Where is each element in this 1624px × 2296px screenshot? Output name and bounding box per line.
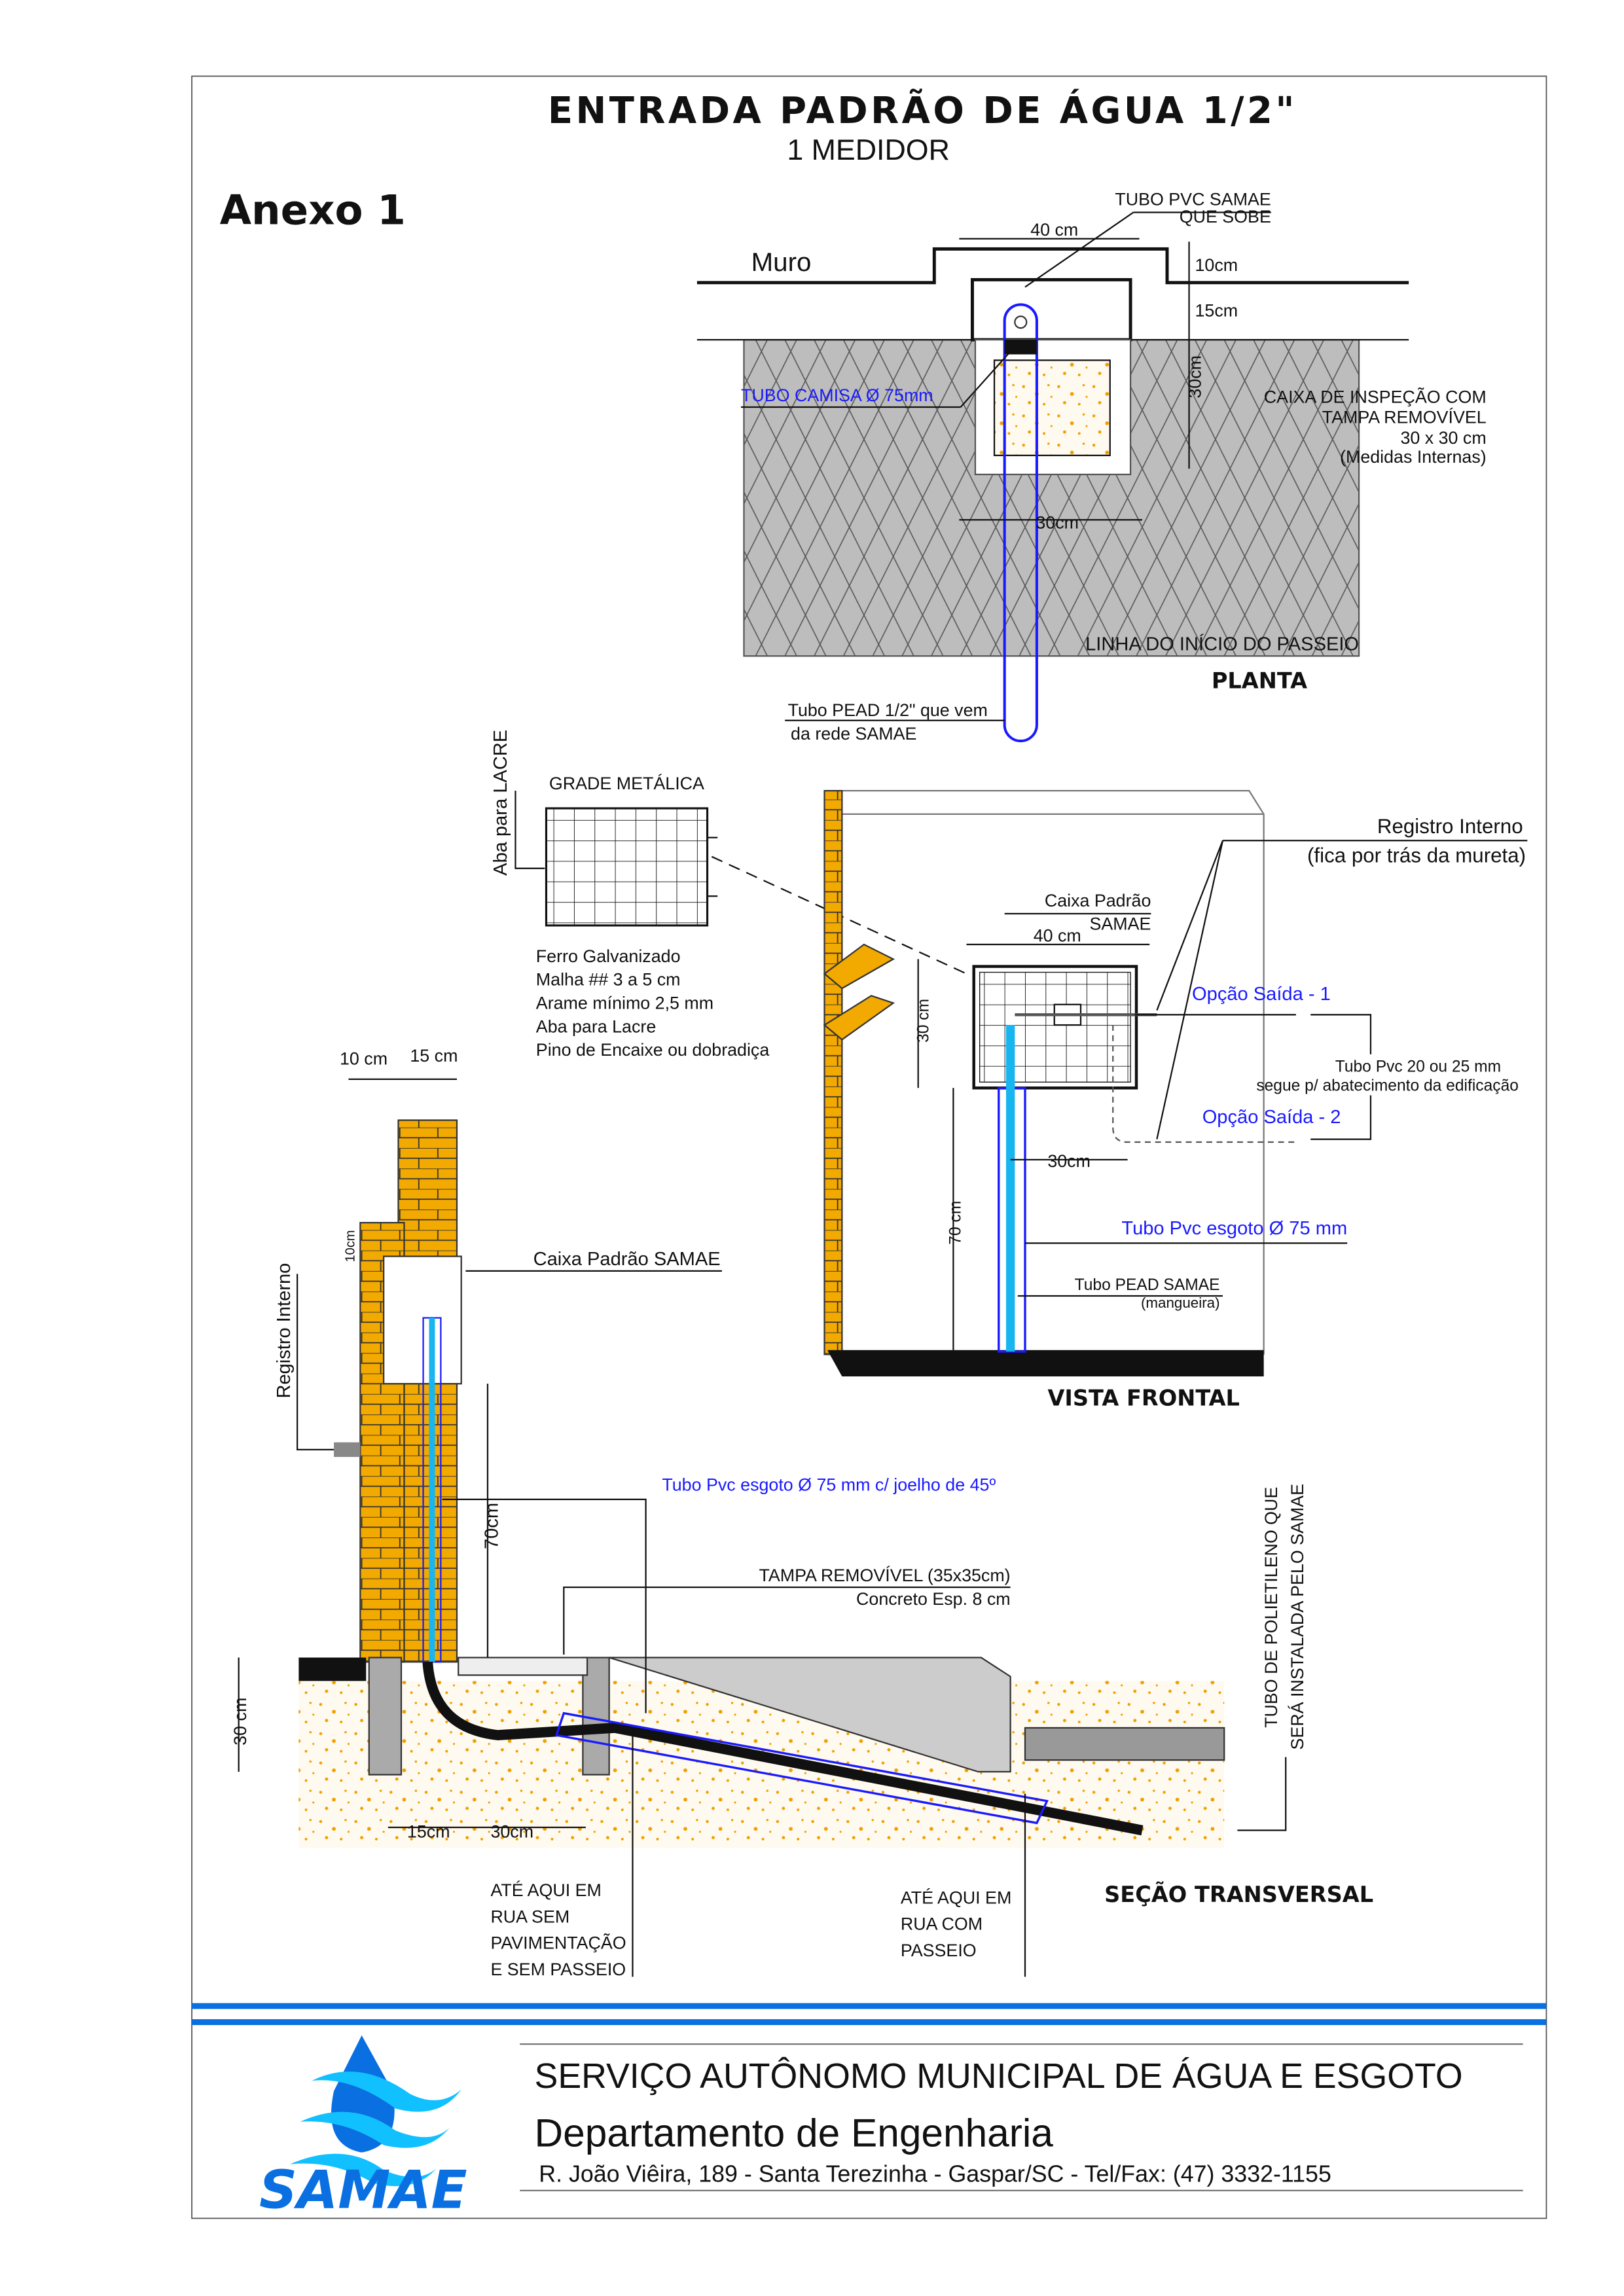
drawing-subtitle: 1 MEDIDOR	[787, 134, 950, 166]
wall-outline	[696, 247, 1409, 285]
label-pead-samae: Tubo PEAD SAMAE	[1075, 1276, 1220, 1294]
address: R. João Viêira, 189 - Santa Terezinha - …	[539, 2161, 1331, 2187]
label-caixa-inspecao-2: TAMPA REMOVÍVEL	[1322, 408, 1487, 427]
note-rua-com-passeio: ATÉ AQUI EM RUA COM PASSEIO	[901, 1888, 1011, 1960]
label-registro-interno-section: Registro Interno	[274, 1263, 295, 1399]
spec-item: Aba para Lacre	[536, 1016, 656, 1036]
label-tubo-polietileno: TUBO DE POLIETILENO QUE	[1261, 1487, 1281, 1728]
spec-item: Ferro Galvanizado	[536, 946, 681, 966]
annex-label: Anexo 1	[220, 186, 406, 234]
grade-grid	[545, 807, 709, 927]
department-name: Departamento de Engenharia	[535, 2111, 1054, 2155]
label-caixa-padrao: Caixa Padrão	[1045, 891, 1151, 910]
label-pead-samae-2: (mangueira)	[1141, 1295, 1220, 1311]
dim-15cm: 15cm	[1195, 300, 1238, 320]
secao-heading: SEÇÃO TRANSVERSAL	[1104, 1881, 1373, 1907]
note-line: RUA COM	[901, 1914, 983, 1934]
dim-30cm-horizontal: 30cm	[1036, 513, 1079, 533]
dim-40cm-front: 40 cm	[1034, 926, 1081, 946]
label-tubo-pvc-20-25-2: segue p/ abatecimento da edificação	[1256, 1077, 1519, 1095]
label-tubo-pvc-2: QUE SOBE	[1180, 207, 1271, 226]
planta-view: TUBO PVC SAMAE QUE SOBE 40 cm Muro 10cm …	[696, 189, 1487, 744]
drawing-title: ENTRADA PADRÃO DE ÁGUA 1/2"	[548, 89, 1297, 132]
label-tubo-polietileno-2: SERÁ INSTALADA PELO SAMAE	[1288, 1484, 1307, 1750]
vista-frontal-view: Registro Interno (fica por trás da muret…	[823, 790, 1528, 1411]
dim-30cm-bottom: 30cm	[490, 1822, 533, 1842]
wall-brick-edge	[823, 790, 843, 1355]
inspection-box-interior	[993, 359, 1111, 456]
label-pead-rede: Tubo PEAD 1/2" que vem	[788, 700, 988, 720]
label-caixa-padrao-2: SAMAE	[1089, 914, 1151, 934]
label-caixa-inspecao: CAIXA DE INSPEÇÃO COM	[1264, 386, 1487, 406]
label-registro-interno: Registro Interno	[1377, 815, 1523, 838]
label-caixa-padrao-section: Caixa Padrão SAMAE	[533, 1249, 721, 1270]
label-pead-rede-2: da rede SAMAE	[791, 724, 916, 744]
label-opcao-saida-1: Opção Saída - 1	[1192, 984, 1331, 1005]
wall-box	[971, 278, 1132, 342]
note-rua-sem-pavimentacao: ATÉ AQUI EM RUA SEM PAVIMENTAÇÃO E SEM P…	[490, 1880, 626, 1979]
note-line: PAVIMENTAÇÃO	[490, 1933, 626, 1953]
grade-specs: Ferro Galvanizado Malha ## 3 a 5 cm Aram…	[536, 946, 770, 1060]
vista-frontal-heading: VISTA FRONTAL	[1047, 1386, 1240, 1411]
dim-15cm-bottom: 15cm	[407, 1822, 450, 1842]
dim-30cm-front: 30 cm	[914, 999, 932, 1043]
samae-logo: SAMAE	[259, 2035, 467, 2221]
label-linha-passeio: LINHA DO INÍCIO DO PASSEIO	[1085, 633, 1359, 655]
spec-item: Pino de Encaixe ou dobradiça	[536, 1040, 770, 1060]
dim-10cm-vertical-section: 10cm	[343, 1230, 357, 1262]
note-line: PASSEIO	[901, 1941, 977, 1960]
label-tubo-camisa: TUBO CAMISA Ø 75mm	[741, 386, 933, 405]
label-tubo-esgoto-section: Tubo Pvc esgoto Ø 75 mm c/ joelho de 45º	[662, 1475, 996, 1494]
secao-transversal-view: 10 cm 15 cm 10cm Registro Interno Caixa …	[230, 1046, 1373, 1979]
spec-item: Malha ## 3 a 5 cm	[536, 970, 681, 990]
sheet-frame	[191, 75, 1547, 2219]
dim-70cm-front: 70 cm	[947, 1201, 965, 1245]
title-block: SAMAE SERVIÇO AUTÔNOMO MUNICIPAL DE ÁGUA…	[192, 2003, 1547, 2221]
note-line: ATÉ AQUI EM	[901, 1888, 1011, 1907]
polyethylene-pipe	[422, 1661, 1144, 1836]
ground-slab	[827, 1350, 1264, 1376]
dim-70cm-section: 70cm	[482, 1503, 503, 1549]
dim-10cm: 10cm	[1195, 255, 1238, 275]
spec-item: Arame mínimo 2,5 mm	[536, 993, 713, 1013]
label-registro-interno-2: (fica por trás da mureta)	[1307, 844, 1526, 867]
dim-10cm-section: 10 cm	[340, 1049, 388, 1068]
logo-text: SAMAE	[259, 2159, 467, 2221]
label-muro: Muro	[751, 247, 812, 277]
label-caixa-inspecao-4: (Medidas Internas)	[1340, 447, 1487, 467]
label-concreto: Concreto Esp. 8 cm	[856, 1589, 1011, 1609]
label-caixa-inspecao-3: 30 x 30 cm	[1400, 428, 1486, 448]
note-line: ATÉ AQUI EM	[490, 1880, 601, 1900]
label-tampa-removivel: TAMPA REMOVÍVEL (35x35cm)	[759, 1566, 1010, 1585]
dim-40cm: 40 cm	[1030, 220, 1078, 240]
dim-30cm-vertical-section: 30 cm	[230, 1698, 250, 1746]
tampa-removivel	[458, 1657, 588, 1676]
note-line: E SEM PASSEIO	[490, 1960, 626, 1979]
label-opcao-saida-2: Opção Saída - 2	[1202, 1107, 1341, 1128]
note-line: RUA SEM	[490, 1907, 569, 1926]
label-tubo-esgoto-front: Tubo Pvc esgoto Ø 75 mm	[1121, 1218, 1347, 1239]
label-tubo-pvc: TUBO PVC SAMAE	[1115, 189, 1271, 209]
dim-30cm-vertical: 30cm	[1185, 355, 1204, 399]
grade-title: GRADE METÁLICA	[549, 774, 704, 793]
label-tubo-pvc-20-25: Tubo Pvc 20 ou 25 mm	[1335, 1058, 1501, 1076]
grade-metalica-detail: GRADE METÁLICA Aba para LACRE Ferro Galv…	[490, 730, 967, 1060]
organization-name: SERVIÇO AUTÔNOMO MUNICIPAL DE ÁGUA E ESG…	[535, 2056, 1463, 2096]
label-aba-lacre: Aba para LACRE	[490, 730, 511, 876]
pead-pipe-plan	[1003, 303, 1038, 743]
dim-30cm-horizontal-front: 30cm	[1047, 1151, 1091, 1171]
dim-15cm-section: 15 cm	[410, 1046, 458, 1066]
pead-pipe-front	[1005, 1025, 1015, 1352]
planta-heading: PLANTA	[1212, 668, 1307, 694]
